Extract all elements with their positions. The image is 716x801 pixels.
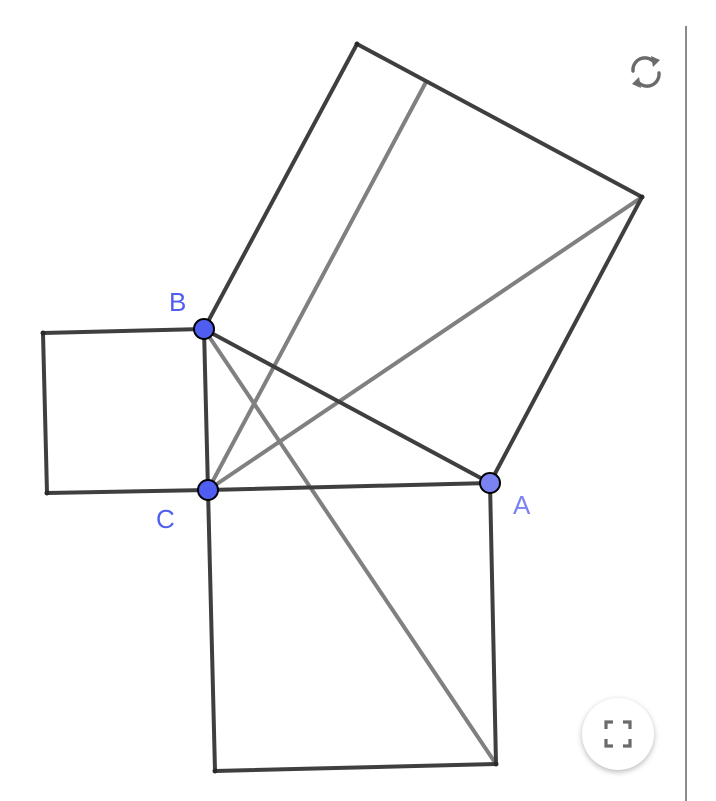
segment-b-to-bottom-right — [202, 327, 498, 766]
point-b-marker[interactable] — [193, 318, 215, 340]
square-on-ca — [206, 481, 498, 773]
point-b[interactable]: B — [169, 287, 215, 340]
point-c-label: C — [156, 504, 175, 534]
side-bc — [202, 327, 210, 492]
square-on-ab — [202, 42, 644, 485]
point-a-label: A — [513, 490, 531, 520]
point-b-label: B — [169, 287, 186, 317]
point-a-marker[interactable] — [479, 472, 501, 494]
construction-segments — [41, 42, 644, 773]
point-c-marker[interactable] — [197, 479, 219, 501]
point-a[interactable]: A — [479, 472, 531, 520]
altitude-extension — [206, 80, 428, 492]
fullscreen-button[interactable] — [582, 698, 654, 770]
square-on-bc — [41, 327, 210, 495]
side-ab — [202, 327, 492, 485]
fullscreen-icon — [604, 720, 632, 748]
panel-divider[interactable] — [685, 26, 687, 801]
vertex-dots — [40, 41, 645, 774]
helper-segments — [202, 80, 644, 766]
reset-button[interactable] — [622, 48, 670, 96]
point-c[interactable]: C — [156, 479, 219, 534]
side-ca — [206, 481, 492, 492]
refresh-icon — [631, 56, 661, 88]
